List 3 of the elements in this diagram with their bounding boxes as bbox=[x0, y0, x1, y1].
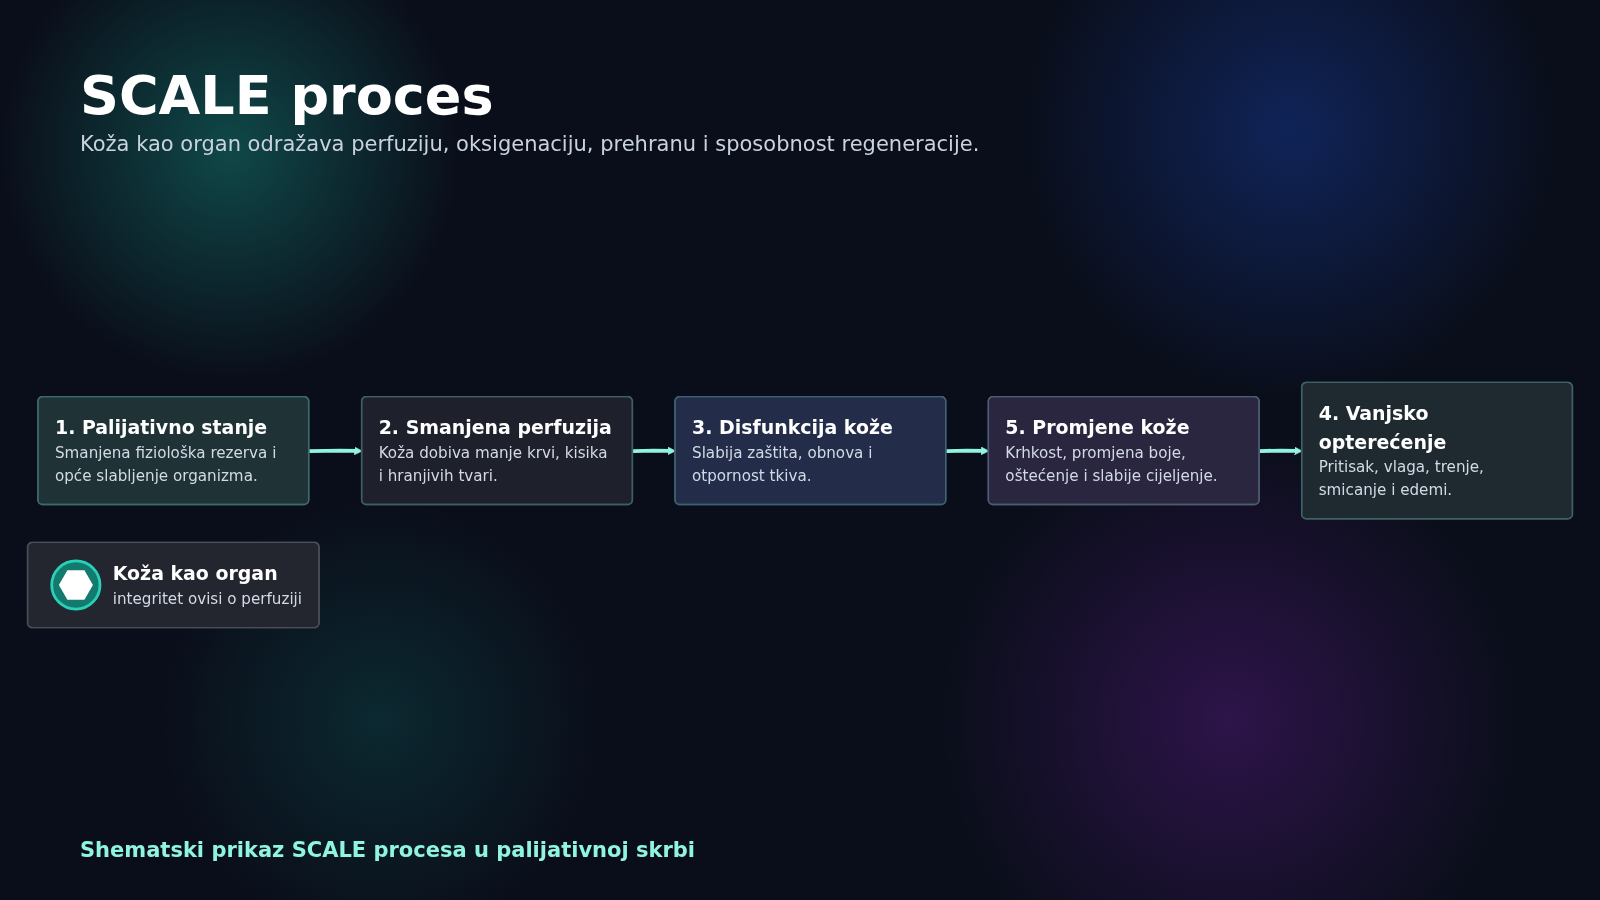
subtitle: Koža kao organ odražava perfuziju, oksigenaciju, prehranu i sposobnost regeneracije. bbox=[80, 131, 980, 158]
caption: Shematski prikaz SCALE procesa u palijativnoj skrbi bbox=[80, 838, 696, 862]
title: SCALE proces bbox=[80, 64, 494, 129]
